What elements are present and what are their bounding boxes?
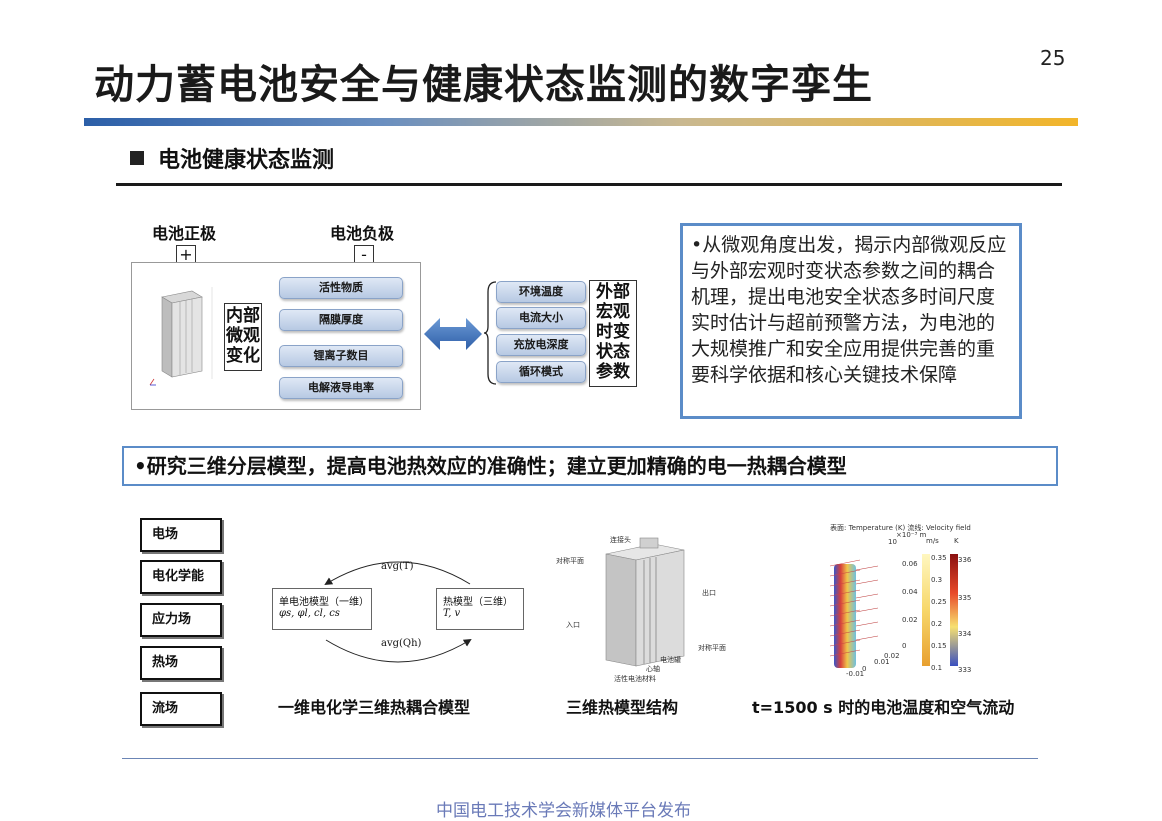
description-text: •从微观角度出发，揭示内部微观反应与外部宏观时变状态参数之间的耦合机理，提出电池… — [691, 234, 1007, 386]
arrow-top-label: avg(T) — [381, 561, 414, 572]
page-number: 25 — [1040, 46, 1066, 70]
page-title: 动力蓄电池安全与健康状态监测的数字孪生 — [94, 62, 873, 108]
temperature-caption: t=1500 s 时的电池温度和空气流动 — [752, 698, 1015, 717]
battery-internal-box: 活性物质 隔膜厚度 锂离子数目 电解液导电率 内部 微观 变化 — [131, 262, 421, 410]
model-3d-vars: T, v — [443, 608, 461, 619]
axis-tick-002b: 0.02 — [884, 652, 900, 660]
structure-label-outlet: 出口 — [702, 589, 716, 597]
external-macro-label: 外部 宏观 时变 状态 参数 — [589, 280, 637, 387]
temp-unit: K — [954, 537, 959, 545]
internal-label-line1: 内部 — [226, 306, 260, 326]
thermal-structure-render — [605, 537, 685, 667]
negative-pole-label: 电池负极 — [330, 224, 395, 243]
axis-tick-0b: 0 — [862, 665, 867, 673]
title-gradient-bar — [84, 118, 1078, 126]
section-heading: 电池健康状态监测 — [130, 142, 334, 174]
footer-rule — [122, 758, 1038, 759]
temp-tick-1: 335 — [958, 594, 972, 602]
footer-text: 中国电工技术学会新媒体平台发布 — [436, 801, 691, 821]
param-ambient-temperature: 环境温度 — [496, 281, 586, 303]
external-label-line3: 时变 — [596, 322, 630, 342]
external-label-line1: 外部 — [596, 282, 630, 302]
structure-label-active-material: 活性电池材料 — [614, 675, 656, 683]
research-banner: •研究三维分层模型，提高电池热效应的准确性；建立更加精确的电一热耦合模型 — [122, 446, 1058, 486]
model-1d-vars: φs, φl, cl, cs — [279, 608, 340, 619]
coupling-caption: 一维电化学三维热耦合模型 — [278, 698, 471, 717]
structure-label-symmetry-1: 对称平面 — [556, 557, 584, 565]
param-electrolyte-conductivity: 电解液导电率 — [279, 377, 403, 399]
param-lithium-ion-count: 锂离子数目 — [279, 345, 403, 367]
section-rule — [116, 183, 1062, 186]
temp-tick-0: 336 — [958, 556, 972, 564]
field-flow: 流场 — [140, 692, 222, 726]
research-banner-text: •研究三维分层模型，提高电池热效应的准确性；建立更加精确的电一热耦合模型 — [134, 454, 847, 478]
section-heading-text: 电池健康状态监测 — [158, 148, 335, 173]
param-depth-of-discharge: 充放电深度 — [496, 334, 586, 356]
temp-tick-2: 334 — [958, 630, 972, 638]
internal-micro-label: 内部 微观 变化 — [224, 303, 262, 371]
velocity-tick-3: 0.2 — [931, 620, 943, 628]
param-separator-thickness: 隔膜厚度 — [279, 309, 403, 331]
double-arrow-icon — [424, 318, 482, 350]
external-label-line4: 状态 — [596, 342, 630, 362]
param-current-magnitude: 电流大小 — [496, 307, 586, 329]
temp-plot-header: 表面: Temperature (K) 流线: Velocity field — [830, 524, 971, 532]
axis-tick-006: 0.06 — [902, 560, 918, 568]
electrochemical-model-box: 单电池模型（一维） φs, φl, cl, cs — [272, 588, 372, 630]
temperature-field-render — [829, 554, 958, 668]
external-label-line2: 宏观 — [596, 302, 630, 322]
temp-plot-scale-note: ×10⁻³ m — [896, 531, 927, 539]
external-label-line5: 参数 — [596, 362, 630, 382]
arrow-bottom-label: avg(Qh) — [381, 638, 422, 649]
description-box: •从微观角度出发，揭示内部微观反应与外部宏观时变状态参数之间的耦合机理，提出电池… — [680, 223, 1022, 419]
axis-tick-0: 0 — [902, 642, 907, 650]
field-stress: 应力场 — [140, 603, 222, 637]
battery-3d-render — [149, 287, 213, 386]
internal-label-line2: 微观 — [226, 326, 260, 346]
square-bullet-icon — [130, 151, 144, 165]
velocity-tick-4: 0.15 — [931, 642, 947, 650]
axis-tick-10: 10 — [888, 538, 897, 546]
structure-label-connector: 连接头 — [610, 536, 631, 544]
structure-label-can: 电池罐 — [660, 656, 681, 664]
field-electrochemical: 电化学能 — [140, 560, 222, 594]
internal-label-line3: 变化 — [226, 346, 260, 366]
structure-caption: 三维热模型结构 — [566, 698, 679, 717]
field-thermal: 热场 — [140, 646, 222, 680]
structure-label-symmetry-2: 对称平面 — [698, 644, 726, 652]
temp-tick-3: 333 — [958, 666, 972, 674]
thermal-model-box: 热模型（三维） T, v — [436, 588, 524, 630]
param-cycle-mode: 循环模式 — [496, 361, 586, 383]
axis-tick-002: 0.02 — [902, 616, 918, 624]
velocity-unit: m/s — [926, 537, 939, 545]
velocity-tick-1: 0.3 — [931, 576, 943, 584]
bracket-icon — [484, 281, 497, 385]
positive-symbol: + — [176, 245, 196, 265]
velocity-tick-2: 0.25 — [931, 598, 947, 606]
velocity-tick-5: 0.1 — [931, 664, 943, 672]
field-electric: 电场 — [140, 518, 222, 552]
param-active-material: 活性物质 — [279, 277, 403, 299]
positive-pole-label: 电池正极 — [152, 224, 217, 243]
model-3d-title: 热模型（三维） — [443, 597, 513, 608]
structure-label-inlet: 入口 — [566, 621, 580, 629]
axis-tick-neg001: -0.01 — [846, 670, 865, 678]
axis-tick-004: 0.04 — [902, 588, 918, 596]
structure-label-mandrel: 心轴 — [646, 665, 660, 673]
model-1d-title: 单电池模型（一维） — [279, 597, 369, 608]
axis-tick-001: 0.01 — [874, 658, 890, 666]
velocity-tick-0: 0.35 — [931, 554, 947, 562]
coupling-arrows — [324, 561, 472, 663]
